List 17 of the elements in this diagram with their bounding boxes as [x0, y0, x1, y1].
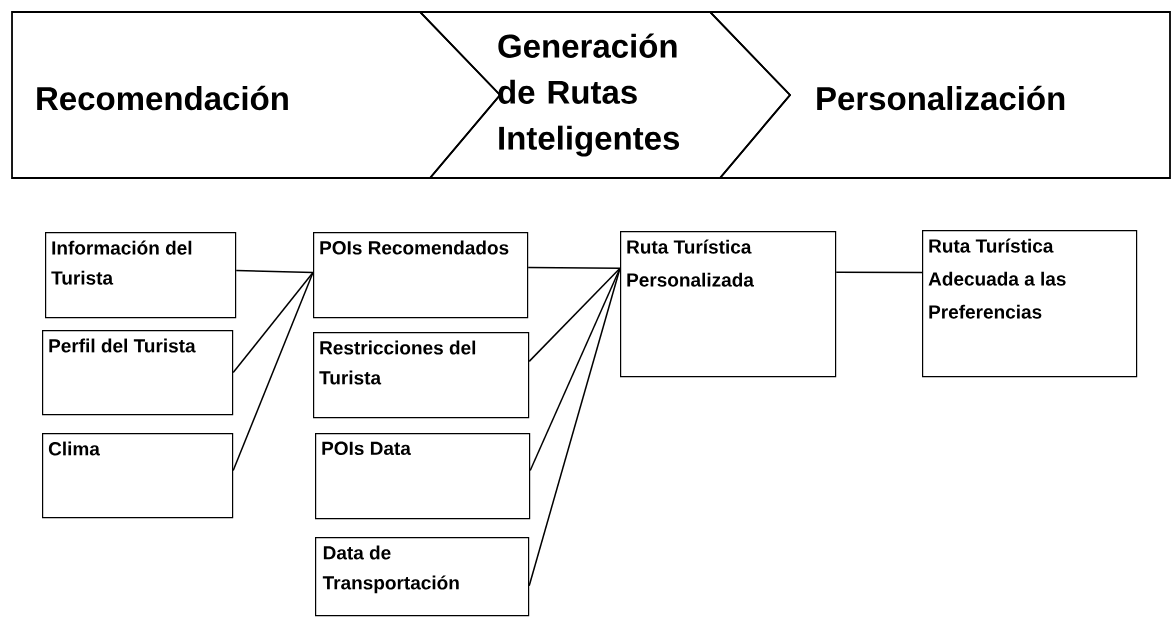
text-box: Data de Transportación: [315, 537, 530, 617]
text-box: Restricciones del Turista: [313, 331, 530, 419]
connector-line: [527, 266, 621, 269]
connector-line: [835, 271, 923, 274]
text-box: Clima: [42, 433, 234, 519]
text-box: POIs Recomendados: [313, 232, 529, 319]
text-box: Perfil del Turista: [42, 329, 234, 416]
connector-line: [235, 269, 314, 274]
connector-line: [232, 271, 314, 374]
connector-line: [528, 267, 621, 363]
text-box: Información del Turista: [45, 232, 237, 319]
text-box: Ruta Turística Personalizada: [620, 231, 837, 378]
connector-line: [232, 271, 314, 472]
connector-line: [529, 267, 621, 472]
text-box: POIs Data: [315, 433, 531, 520]
connector-line: [528, 267, 621, 587]
text-box: Ruta Turística Adecuada a las Preferencias: [922, 230, 1138, 378]
